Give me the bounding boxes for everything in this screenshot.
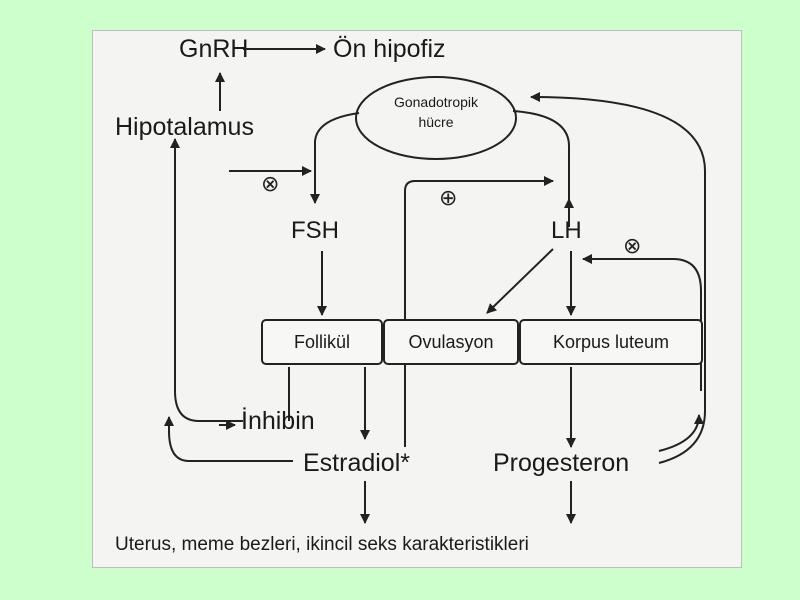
node-ovulasyon: Ovulasyon [383,319,519,365]
node-follikul: Follikül [261,319,383,365]
gonadotropik-line2: hücre [418,114,454,130]
diagram-arrows [164,44,706,524]
node-korpus-luteum: Korpus luteum [519,319,703,365]
arrow-estradiol-feedback-lh [404,176,554,447]
node-fsh: FSH [291,217,339,244]
node-on-hipofiz: Ön hipofiz [333,35,446,63]
node-progesteron: Progesteron [493,449,630,477]
diagram-panel: GnRH Ön hipofiz Hipotalamus Gonadotropik… [92,30,742,568]
inhibit-symbol-fsh: ⊗ [261,171,280,196]
arrow-korpus-feedback-lh [582,254,702,391]
gonadotropik-line1: Gonadotropik [393,94,479,110]
node-lh: LH [551,217,582,244]
arrow-estradiol-to-hipotalamus [164,416,293,462]
node-estradiol: Estradiol* [303,449,410,477]
node-gnrh: GnRH [179,35,249,63]
arrow-oval-to-lh [512,110,570,203]
stimulate-symbol-lh: ⊕ [439,185,458,210]
node-targets: Uterus, meme bezleri, ikincil seks karak… [115,534,529,555]
arrow-lh-to-ovulasyon [486,248,554,314]
node-gonadotropik: Gonadotropik hücre [361,92,511,132]
node-hipotalamus: Hipotalamus [115,113,254,141]
arrow-progesteron-feedback-oval [530,92,706,464]
arrow-oval-to-fsh [310,112,360,204]
node-inhibin: İnhibin [241,407,315,435]
inhibit-symbol-lh: ⊗ [623,233,642,258]
arrow-inhibin-to-hipotalamus [170,138,243,422]
gonadotropik-oval [355,76,517,160]
